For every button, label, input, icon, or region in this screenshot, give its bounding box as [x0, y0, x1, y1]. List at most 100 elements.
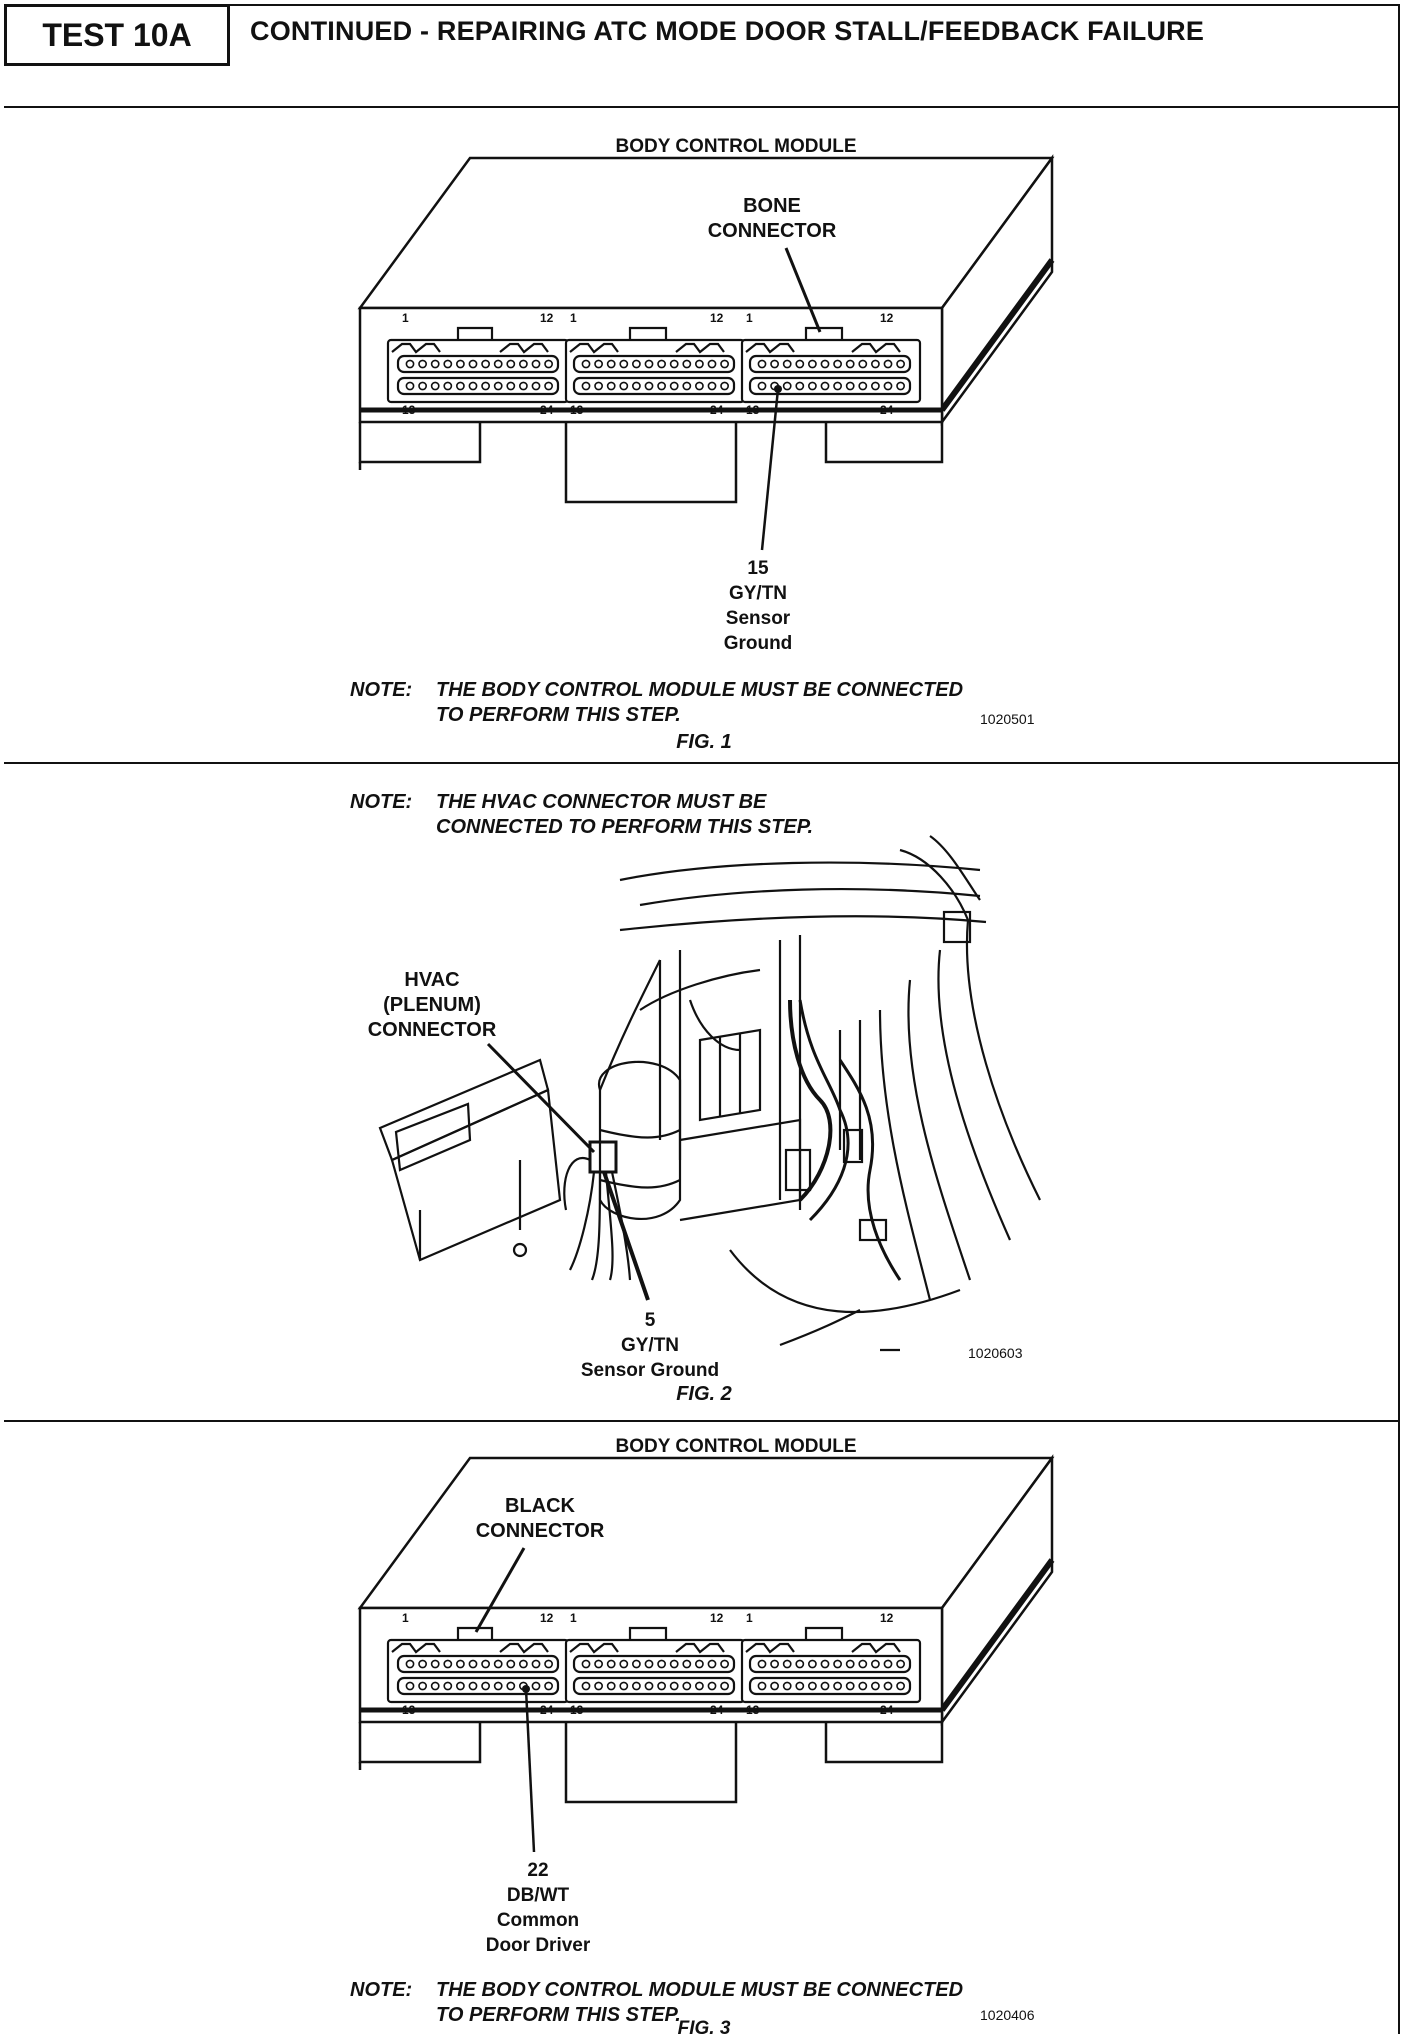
fig3-image-code: 1020406 — [980, 2007, 1035, 2023]
fig1-note-line2: TO PERFORM THIS STEP. — [436, 704, 681, 726]
pin-hole — [619, 1659, 629, 1669]
pin-hole — [531, 1659, 541, 1669]
pin-hole — [594, 359, 603, 369]
fig1-callout-color: GY/TN — [729, 583, 787, 604]
pin-hole — [405, 359, 415, 369]
pin-hole — [707, 1659, 717, 1669]
pin-hole — [682, 381, 692, 391]
pin-hole — [493, 359, 503, 369]
pin-hole — [455, 381, 465, 391]
fig3-pin-bot-1: 13 — [402, 1703, 416, 1717]
pin-hole — [405, 1659, 415, 1669]
fig1-pin-bot-4: 24 — [710, 403, 724, 417]
pin-hole — [858, 1659, 868, 1669]
pin-hole — [845, 1659, 855, 1669]
fig3-caption: FIG. 3 — [678, 2018, 731, 2038]
pin-hole — [644, 1681, 654, 1691]
pin-hole — [443, 381, 453, 391]
pin-hole — [418, 1681, 427, 1691]
pin-hole — [506, 1681, 516, 1691]
fig3-pin-holes — [405, 1659, 905, 1691]
pin-hole — [443, 1659, 453, 1669]
pin-hole — [606, 1659, 616, 1669]
pin-hole — [833, 1681, 842, 1691]
pin-hole — [795, 1659, 805, 1669]
fig1-image-code: 1020501 — [980, 711, 1035, 727]
pin-hole — [632, 1659, 641, 1669]
fig1-pin-bot-1: 13 — [402, 403, 416, 417]
pin-hole — [581, 1681, 591, 1691]
fig2-hvac-illustration — [378, 835, 1041, 1352]
fig1-pin-top-2: 12 — [540, 311, 554, 325]
page-frame — [4, 4, 1400, 2034]
fig1-pin-bot-6: 24 — [880, 403, 894, 417]
pin-hole — [883, 381, 893, 391]
fig1-note-line1: THE BODY CONTROL MODULE MUST BE CONNECTE… — [436, 679, 963, 701]
pin-hole — [858, 359, 868, 369]
pin-hole — [506, 1659, 516, 1669]
pin-hole — [820, 359, 830, 369]
pin-hole — [820, 381, 830, 391]
pin-hole — [430, 381, 440, 391]
pin-hole — [720, 359, 729, 369]
pin-hole — [757, 381, 767, 391]
pin-hole — [883, 1659, 893, 1669]
pin-hole — [430, 1681, 440, 1691]
pin-hole — [896, 359, 905, 369]
pin-hole — [795, 1681, 805, 1691]
pin-hole — [506, 359, 516, 369]
fig2-caption: FIG. 2 — [676, 1383, 732, 1405]
fig3-pin-bot-2: 24 — [540, 1703, 554, 1717]
pin-hole — [782, 1659, 792, 1669]
pin-hole — [581, 1659, 591, 1669]
pin-hole — [695, 359, 704, 369]
pin-hole — [468, 1681, 478, 1691]
page-title: CONTINUED - REPAIRING ATC MODE DOOR STAL… — [250, 16, 1205, 46]
fig3-callout-pin: 22 — [527, 1860, 548, 1881]
pin-hole — [695, 1659, 704, 1669]
pin-hole — [858, 381, 868, 391]
divider-fig2 — [4, 1420, 1400, 1422]
pin-hole — [619, 1681, 629, 1691]
pin-hole — [606, 381, 616, 391]
pin-hole — [481, 1681, 490, 1691]
pin-hole — [531, 359, 541, 369]
fig3-note-line2: TO PERFORM THIS STEP. — [436, 2004, 681, 2026]
pin-hole — [644, 381, 654, 391]
pin-hole — [632, 381, 641, 391]
pin-hole — [757, 1659, 767, 1669]
pin-hole — [468, 1659, 478, 1669]
pin-hole — [669, 381, 679, 391]
pin-hole — [418, 1659, 427, 1669]
pin-hole — [519, 381, 528, 391]
pin-hole — [455, 1681, 465, 1691]
pin-hole — [833, 359, 842, 369]
pin-hole — [669, 1659, 679, 1669]
pin-hole — [405, 1681, 415, 1691]
pin-hole — [770, 1681, 779, 1691]
pin-hole — [695, 1681, 704, 1691]
pin-hole — [883, 1681, 893, 1691]
pin-hole — [493, 1659, 503, 1669]
fig2-connector-label-2: (PLENUM) — [383, 994, 481, 1016]
pin-hole — [808, 1659, 817, 1669]
pin-hole — [695, 381, 704, 391]
pin-hole — [669, 359, 679, 369]
pin-hole — [795, 359, 805, 369]
pin-hole — [782, 359, 792, 369]
fig3-connector-leader — [474, 1547, 526, 1633]
fig2-image-code: 1020603 — [968, 1345, 1023, 1361]
pin-hole — [896, 1659, 905, 1669]
fig1-connector-label-2: CONNECTOR — [708, 220, 837, 242]
pin-hole — [770, 1659, 779, 1669]
pin-hole — [682, 359, 692, 369]
fig3-pin-top-4: 12 — [710, 1611, 724, 1625]
fig1-pin-top-1: 1 — [402, 311, 409, 325]
figure-1: BODY CONTROL MODULE 1 12 1 12 1 12 13 24… — [350, 136, 1052, 753]
fig1-connector-leader — [784, 247, 822, 333]
pin-hole — [757, 1681, 767, 1691]
pin-hole — [581, 381, 591, 391]
pin-hole — [845, 1681, 855, 1691]
pin-hole — [531, 381, 541, 391]
pin-hole — [883, 359, 893, 369]
